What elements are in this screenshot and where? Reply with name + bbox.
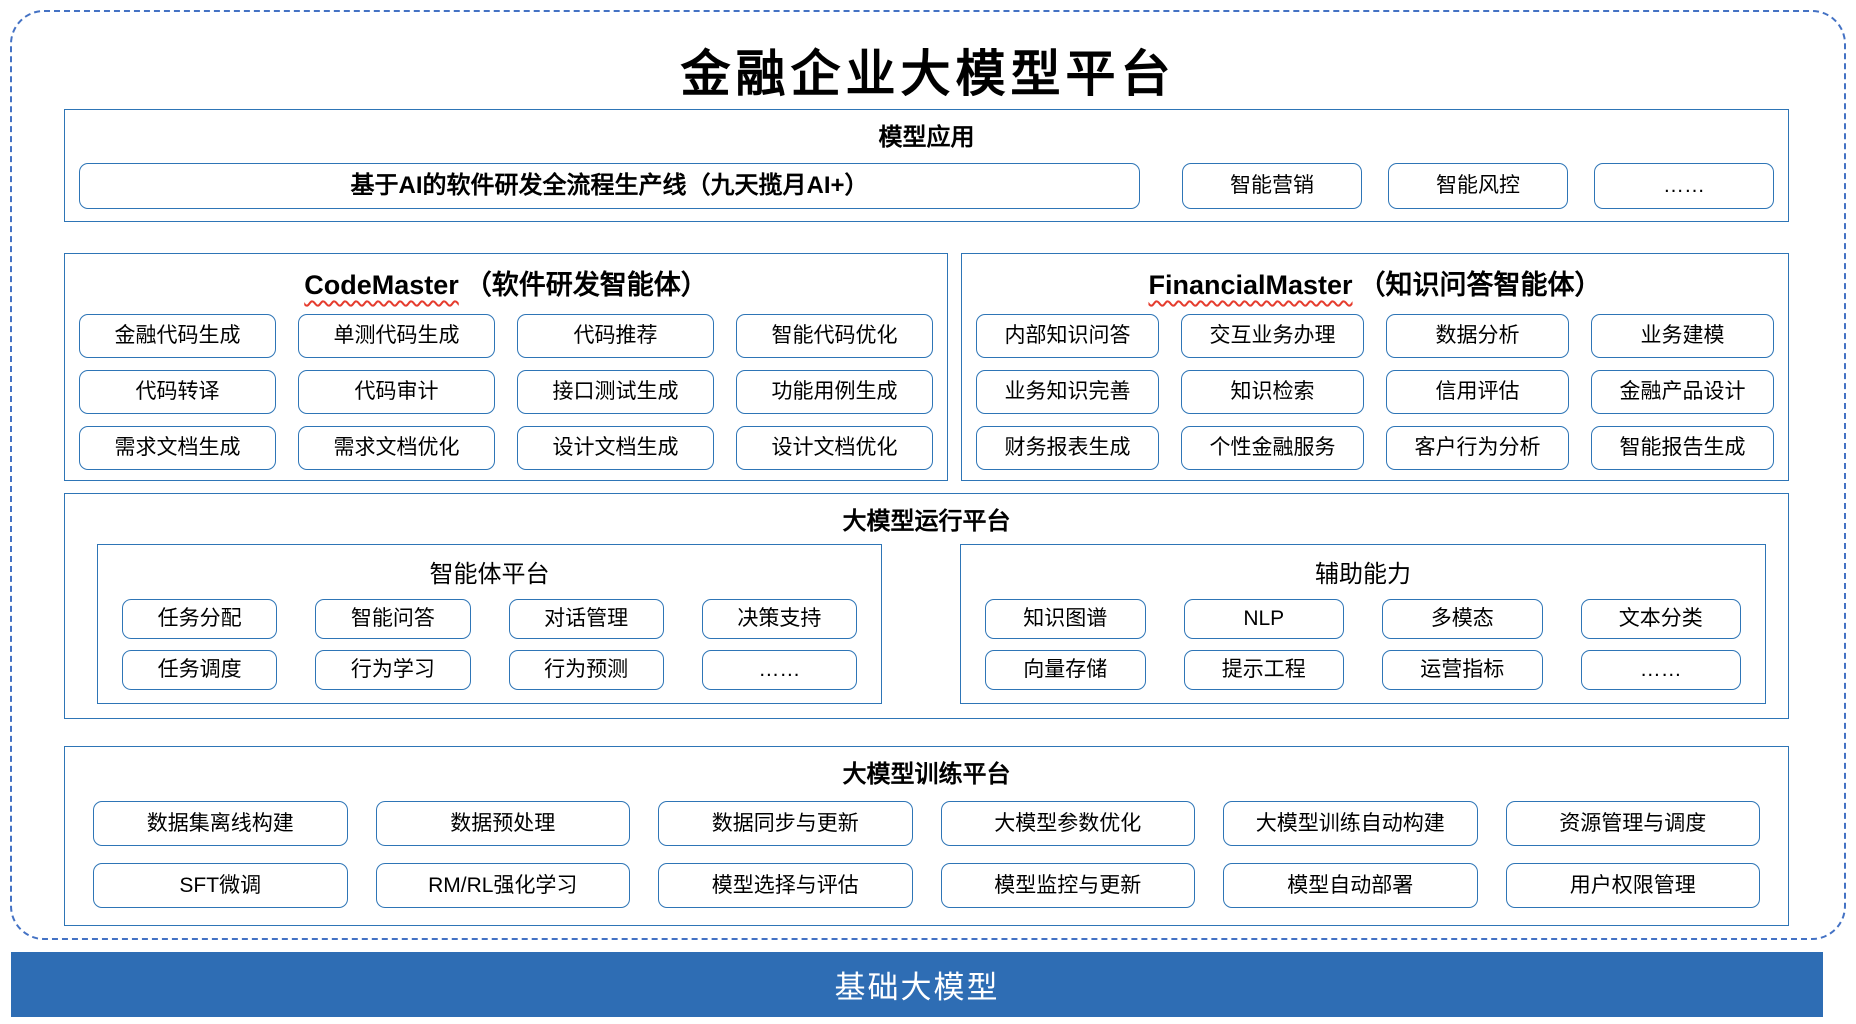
capability-box: 接口测试生成 [517, 370, 714, 414]
capability-box: 模型选择与评估 [658, 863, 913, 908]
section-training-title: 大模型训练平台 [842, 761, 1011, 788]
panel-financialmaster: FinancialMaster（知识问答智能体） 内部知识问答 交互业务办理 数… [961, 253, 1789, 481]
capability-box-ellipsis: …… [701, 650, 857, 690]
section-runtime-platform: 大模型运行平台 智能体平台 任务分配 智能问答 对话管理 决策支持 任务调度 行… [64, 493, 1789, 719]
app-box: 智能风控 [1388, 163, 1568, 209]
capability-box: 个性金融服务 [1181, 426, 1364, 470]
panel-codemaster-title: CodeMaster（软件研发智能体） [65, 263, 947, 302]
capability-box: 代码转译 [79, 370, 276, 414]
section-model-applications-title: 模型应用 [878, 124, 975, 151]
panel-financialmaster-title: FinancialMaster（知识问答智能体） [962, 263, 1788, 302]
capability-box: 知识检索 [1181, 370, 1364, 414]
codemaster-capabilities-grid: 金融代码生成 单测代码生成 代码推荐 智能代码优化 代码转译 代码审计 接口测试… [79, 314, 933, 470]
capability-box: 向量存储 [985, 650, 1146, 690]
capability-box: 数据同步与更新 [658, 801, 913, 846]
agents-row: CodeMaster（软件研发智能体） 金融代码生成 单测代码生成 代码推荐 智… [64, 253, 1789, 481]
capability-box: 任务分配 [122, 599, 278, 639]
panel-codemaster: CodeMaster（软件研发智能体） 金融代码生成 单测代码生成 代码推荐 智… [64, 253, 948, 481]
capability-box: 数据集离线构建 [93, 801, 348, 846]
capability-box: 需求文档优化 [298, 426, 495, 470]
capability-box: RM/RL强化学习 [375, 863, 630, 908]
capability-box: 大模型参数优化 [940, 801, 1195, 846]
app-box-ellipsis: …… [1594, 163, 1774, 209]
capability-box: 模型监控与更新 [940, 863, 1195, 908]
capability-box: 信用评估 [1386, 370, 1569, 414]
capability-box: 资源管理与调度 [1505, 801, 1760, 846]
panel-financialmaster-subtitle: （知识问答智能体） [1358, 270, 1602, 300]
capability-box: 财务报表生成 [976, 426, 1159, 470]
capability-box: 大模型训练自动构建 [1223, 801, 1478, 846]
section-model-applications: 模型应用 基于AI的软件研发全流程生产线（九天揽月AI+） 智能营销 智能风控 … [64, 109, 1789, 222]
capability-box: 需求文档生成 [79, 426, 276, 470]
training-capabilities-grid: 数据集离线构建 数据预处理 数据同步与更新 大模型参数优化 大模型训练自动构建 … [93, 801, 1760, 908]
capability-box: 数据分析 [1386, 314, 1569, 358]
capability-box: 智能报告生成 [1591, 426, 1774, 470]
capability-box: 任务调度 [122, 650, 278, 690]
subpanel-agent-platform-title: 智能体平台 [429, 561, 550, 588]
subpanel-auxiliary-capabilities: 辅助能力 知识图谱 NLP 多模态 文本分类 向量存储 提示工程 运营指标 …… [960, 544, 1766, 704]
capability-box: 代码审计 [298, 370, 495, 414]
capability-box: 单测代码生成 [298, 314, 495, 358]
capability-box: 运营指标 [1382, 650, 1543, 690]
capability-box: 金融产品设计 [1591, 370, 1774, 414]
capability-box: 业务知识完善 [976, 370, 1159, 414]
subpanel-auxiliary-title: 辅助能力 [1315, 561, 1411, 588]
section-training-platform: 大模型训练平台 数据集离线构建 数据预处理 数据同步与更新 大模型参数优化 大模… [64, 746, 1789, 926]
capability-box: 提示工程 [1183, 650, 1344, 690]
foundation-model-bar: 基础大模型 [11, 952, 1823, 1017]
capability-box: NLP [1183, 599, 1344, 639]
financialmaster-capabilities-grid: 内部知识问答 交互业务办理 数据分析 业务建模 业务知识完善 知识检索 信用评估… [976, 314, 1774, 470]
capability-box: 智能问答 [315, 599, 471, 639]
capability-box: 数据预处理 [375, 801, 630, 846]
capability-box: 行为预测 [508, 650, 664, 690]
runtime-panels-row: 智能体平台 任务分配 智能问答 对话管理 决策支持 任务调度 行为学习 行为预测… [97, 544, 1766, 704]
capability-box: 知识图谱 [985, 599, 1146, 639]
capability-box: SFT微调 [93, 863, 348, 908]
capability-box: 设计文档优化 [736, 426, 933, 470]
app-box-ai-pipeline: 基于AI的软件研发全流程生产线（九天揽月AI+） [79, 163, 1140, 209]
platform-dashed-frame: 金融企业大模型平台 模型应用 基于AI的软件研发全流程生产线（九天揽月AI+） … [10, 10, 1846, 940]
capability-box: 智能代码优化 [736, 314, 933, 358]
capability-box: 功能用例生成 [736, 370, 933, 414]
capability-box-ellipsis: …… [1580, 650, 1741, 690]
capability-box: 内部知识问答 [976, 314, 1159, 358]
app-box: 智能营销 [1182, 163, 1362, 209]
capability-box: 业务建模 [1591, 314, 1774, 358]
panel-codemaster-name: CodeMaster [304, 270, 459, 300]
capability-box: 设计文档生成 [517, 426, 714, 470]
capability-box: 行为学习 [315, 650, 471, 690]
capability-box: 对话管理 [508, 599, 664, 639]
section-runtime-title: 大模型运行平台 [842, 508, 1011, 535]
capability-box: 多模态 [1382, 599, 1543, 639]
auxiliary-capabilities-grid: 知识图谱 NLP 多模态 文本分类 向量存储 提示工程 运营指标 …… [985, 599, 1741, 690]
capability-box: 金融代码生成 [79, 314, 276, 358]
page-title: 金融企业大模型平台 [680, 44, 1176, 103]
capability-box: 决策支持 [701, 599, 857, 639]
panel-financialmaster-name: FinancialMaster [1148, 270, 1353, 300]
capability-box: 模型自动部署 [1223, 863, 1478, 908]
capability-box: 用户权限管理 [1505, 863, 1760, 908]
panel-codemaster-subtitle: （软件研发智能体） [464, 270, 708, 300]
model-applications-row: 基于AI的软件研发全流程生产线（九天揽月AI+） 智能营销 智能风控 …… [79, 163, 1774, 209]
agent-platform-grid: 任务分配 智能问答 对话管理 决策支持 任务调度 行为学习 行为预测 …… [122, 599, 857, 690]
capability-box: 交互业务办理 [1181, 314, 1364, 358]
capability-box: 文本分类 [1580, 599, 1741, 639]
subpanel-agent-platform: 智能体平台 任务分配 智能问答 对话管理 决策支持 任务调度 行为学习 行为预测… [97, 544, 882, 704]
capability-box: 代码推荐 [517, 314, 714, 358]
capability-box: 客户行为分析 [1386, 426, 1569, 470]
